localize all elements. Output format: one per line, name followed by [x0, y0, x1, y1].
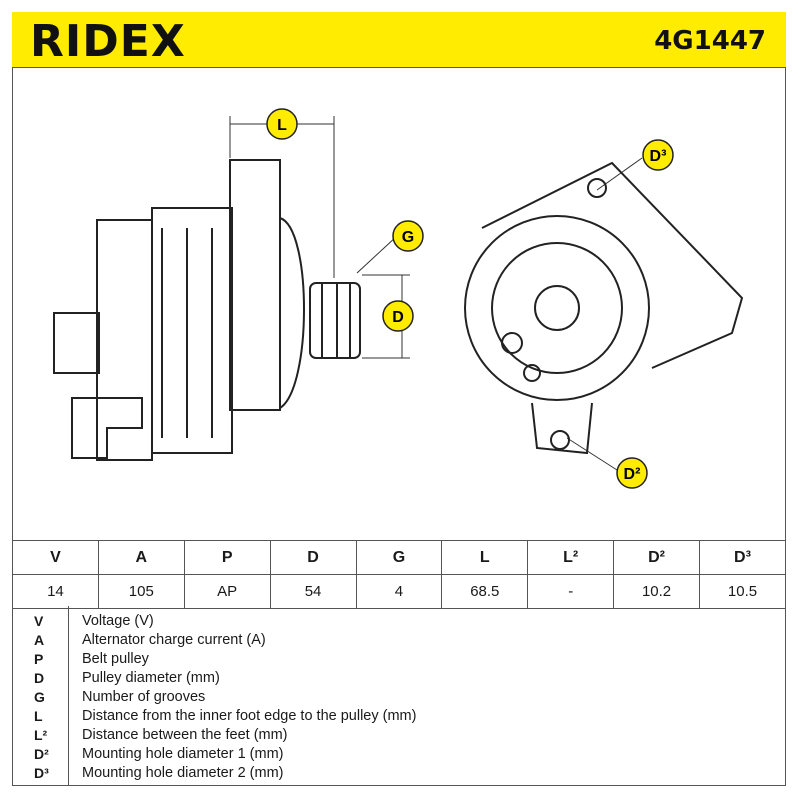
front-housing: [464, 215, 650, 401]
legend-code: D²: [34, 746, 49, 762]
legend-item: A Alternator charge current (A): [12, 632, 786, 650]
legend-item: P Belt pulley: [12, 651, 786, 669]
legend-item: D² Mounting hole diameter 1 (mm): [12, 746, 786, 764]
legend-code: G: [34, 689, 45, 705]
legend-item: D³ Mounting hole diameter 2 (mm): [12, 765, 786, 783]
legend-code: L: [34, 708, 43, 724]
legend-desc: Alternator charge current (A): [82, 632, 266, 648]
spec-header-cell: P: [183, 540, 271, 575]
side-body-front: [229, 159, 281, 411]
legend-item: L² Distance between the feet (mm): [12, 727, 786, 745]
legend-desc: Number of grooves: [82, 689, 206, 705]
legend-item: V Voltage (V): [12, 613, 786, 631]
legend-code: L²: [34, 727, 48, 743]
legend: V Voltage (V) A Alternator charge curren…: [12, 606, 786, 786]
front-bracket: [481, 161, 744, 369]
spec-header-cell: D²: [613, 540, 700, 575]
connector-plug: [53, 312, 100, 374]
label-d3: D³: [650, 148, 667, 165]
label-d: D: [392, 309, 404, 326]
label-d2: D²: [624, 466, 641, 483]
label-g: G: [402, 229, 414, 246]
legend-desc: Pulley diameter (mm): [82, 670, 220, 686]
side-body-mid: [151, 207, 233, 454]
part-number: 4G1447: [654, 26, 766, 56]
front-shaft: [534, 285, 580, 331]
spec-header-cell: V: [12, 540, 99, 575]
spec-value-cell: AP: [183, 574, 271, 609]
spec-header-row: V A P D G L L² D² D³: [12, 540, 786, 575]
pulley-side: [309, 282, 361, 359]
legend-item: G Number of grooves: [12, 689, 786, 707]
mount-hole-d2: [550, 430, 570, 450]
label-l: L: [277, 117, 287, 134]
spec-value-row: 14 105 AP 54 4 68.5 - 10.2 10.5: [12, 574, 786, 609]
legend-desc: Distance from the inner foot edge to the…: [82, 708, 417, 724]
legend-item: L Distance from the inner foot edge to t…: [12, 708, 786, 726]
legend-code: A: [34, 632, 45, 648]
spec-value-cell: 10.2: [613, 574, 700, 609]
legend-divider: [68, 606, 69, 786]
side-fan: [279, 217, 305, 409]
legend-item: D Pulley diameter (mm): [12, 670, 786, 688]
legend-desc: Distance between the feet (mm): [82, 727, 288, 743]
spec-value-cell: 10.5: [699, 574, 786, 609]
mount-hole-d3: [587, 178, 607, 198]
spec-header-cell: D: [269, 540, 357, 575]
spec-table: V A P D G L L² D² D³ 14 105 AP 54 4 68.5…: [12, 540, 786, 609]
alternator-drawing: L G D D³ D²: [53, 108, 744, 489]
brand-logo: RIDEX: [30, 16, 186, 67]
spec-value-cell: 68.5: [441, 574, 529, 609]
spec-header-cell: A: [97, 540, 185, 575]
spec-header-cell: L: [441, 540, 529, 575]
legend-code: D: [34, 670, 45, 686]
legend-desc: Voltage (V): [82, 613, 154, 629]
spec-value-cell: 105: [97, 574, 185, 609]
legend-desc: Mounting hole diameter 2 (mm): [82, 765, 284, 781]
spec-header-cell: G: [355, 540, 443, 575]
mount-foot: [71, 397, 143, 459]
spec-value-cell: 4: [355, 574, 443, 609]
spec-value-cell: 54: [269, 574, 357, 609]
technical-drawing: L G D D³ D²: [12, 68, 786, 540]
legend-code: V: [34, 613, 44, 629]
spec-value-cell: -: [527, 574, 615, 609]
side-body-rear: [96, 219, 153, 461]
spec-header-cell: L²: [527, 540, 615, 575]
legend-code: P: [34, 651, 44, 667]
spec-value-cell: 14: [12, 574, 99, 609]
legend-code: D³: [34, 765, 49, 781]
legend-desc: Mounting hole diameter 1 (mm): [82, 746, 284, 762]
legend-desc: Belt pulley: [82, 651, 149, 667]
spec-header-cell: D³: [699, 540, 786, 575]
header-bar: RIDEX 4G1447: [12, 12, 786, 68]
